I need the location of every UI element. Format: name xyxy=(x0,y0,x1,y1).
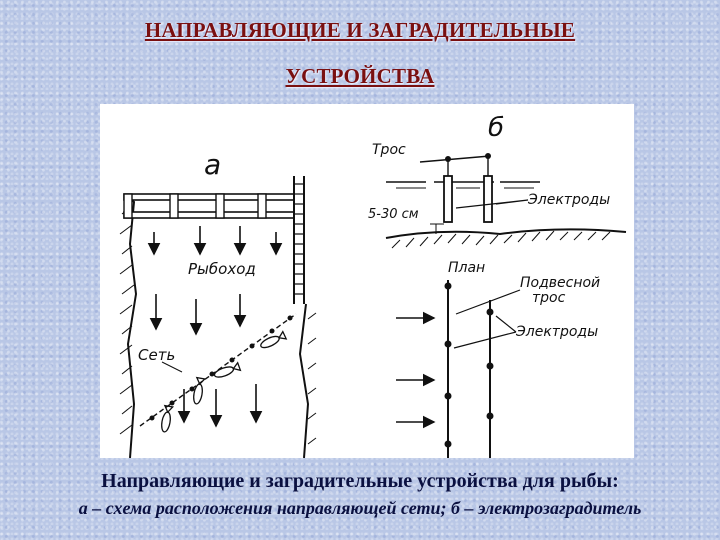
electrodes-label-section: Электроды xyxy=(527,192,610,208)
left-bank xyxy=(125,195,138,458)
caption-line-1: Направляющие и заградительные устройства… xyxy=(101,470,619,492)
suspended-cable-label-1: Подвесной xyxy=(520,275,600,291)
panel-b-plan: План Подвесной трос Электроды xyxy=(396,260,600,458)
fish-icon xyxy=(213,361,242,378)
net-label: Сеть xyxy=(138,346,175,364)
river-bed xyxy=(385,228,627,239)
plan-arrows xyxy=(396,311,436,429)
flow-arrows xyxy=(147,226,283,428)
fish-passage-label: Рыбоход xyxy=(188,260,256,278)
panel-b-section: б Трос Электроды 5-30 см xyxy=(368,113,627,249)
diagram-svg: а Рыбоход Сеть б Трос Электроды 5-30 см xyxy=(119,113,627,458)
page-title-line-2: УСТРОЙСТВА xyxy=(285,64,435,88)
depth-label: 5-30 см xyxy=(368,207,419,222)
fish-icon xyxy=(161,404,175,433)
panel-a: а Рыбоход Сеть xyxy=(119,148,317,458)
page-title-line-1: НАПРАВЛЯЮЩИЕ И ЗАГРАДИТЕЛЬНЫЕ xyxy=(144,18,576,42)
electrodes-label-plan: Электроды xyxy=(515,324,598,340)
diagram-figure: а Рыбоход Сеть б Трос Электроды 5-30 см xyxy=(100,104,634,458)
suspended-cable-label-2: трос xyxy=(532,290,566,306)
fish-icons xyxy=(161,330,288,433)
electrode xyxy=(483,175,493,223)
fish-icon xyxy=(193,376,207,405)
weir-structure xyxy=(123,193,295,219)
cable-label: Трос xyxy=(372,142,406,158)
caption-line-2: а – схема расположения направляющей сети… xyxy=(78,498,642,518)
cable-line xyxy=(419,155,491,163)
electrode xyxy=(443,175,453,223)
panel-a-letter: а xyxy=(204,148,221,181)
fish-icon xyxy=(260,330,288,349)
panel-b-letter: б xyxy=(488,113,504,143)
plan-label: План xyxy=(448,260,485,276)
fish-pass-ladder xyxy=(293,176,317,458)
